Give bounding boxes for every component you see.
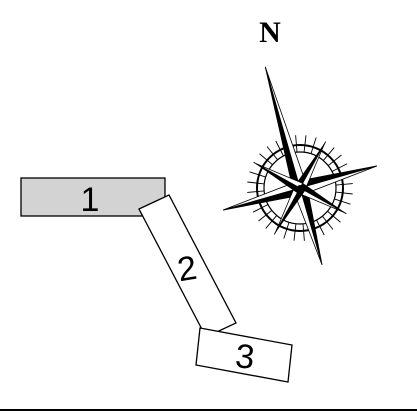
compass-tick [294, 224, 296, 241]
compass-tick [303, 224, 304, 241]
compass-tick [304, 135, 306, 152]
compass-tick [336, 192, 353, 194]
compass-tick [336, 184, 353, 185]
compass-rose-icon: N [223, 16, 377, 265]
compass-tick [296, 135, 297, 152]
compass-graphic [223, 67, 377, 265]
compass-tick [247, 191, 264, 192]
north-label: N [259, 16, 281, 49]
block-1-label: 1 [81, 181, 100, 219]
block-2: 2 [139, 195, 236, 337]
block-3-label: 3 [234, 337, 257, 377]
block-3: 3 [196, 328, 292, 382]
compass-center [297, 185, 303, 191]
compass-tick [247, 182, 264, 184]
